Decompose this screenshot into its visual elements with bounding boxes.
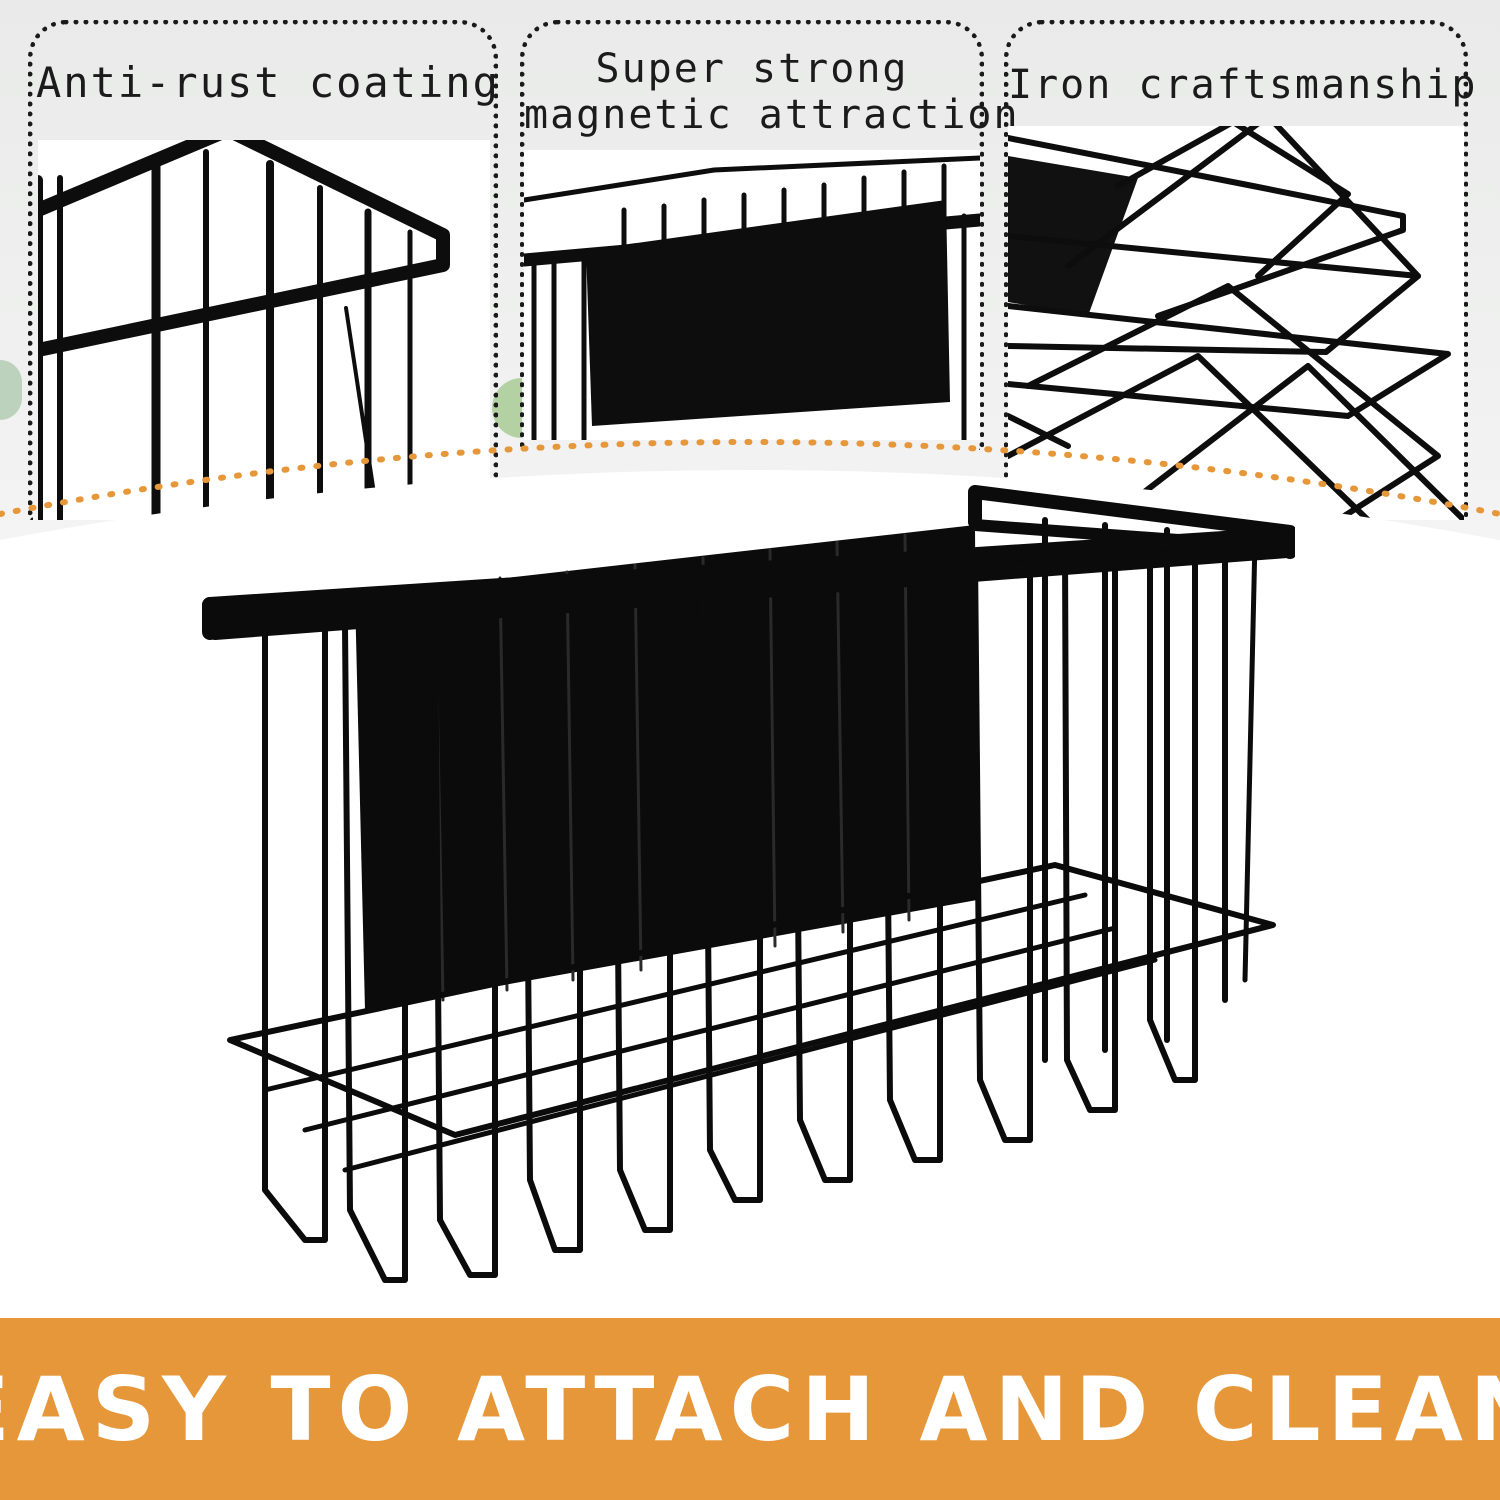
feature-caption-magnetic-line1: Super strong [595, 46, 909, 92]
feature-frame-iron [1004, 20, 1468, 520]
background-leaf [0, 360, 22, 420]
feature-frame-anti-rust [28, 20, 498, 520]
feature-photo-magnetic [524, 150, 980, 440]
feature-caption-magnetic-line2: magnetic attraction [524, 92, 1020, 138]
headline-text: EASY TO ATTACH AND CLEAN [0, 1357, 1500, 1461]
product-wire-basket [202, 485, 1295, 1283]
headline-banner: EASY TO ATTACH AND CLEAN [0, 1318, 1500, 1500]
magnetic-plate-illustration [524, 155, 980, 440]
feature-frame-magnetic [520, 20, 984, 450]
feature-caption-iron: Iron craftsmanship [1008, 62, 1478, 108]
iron-wire-illustration [1008, 126, 1464, 520]
feature-caption-anti-rust: Anti-rust coating [36, 58, 500, 107]
